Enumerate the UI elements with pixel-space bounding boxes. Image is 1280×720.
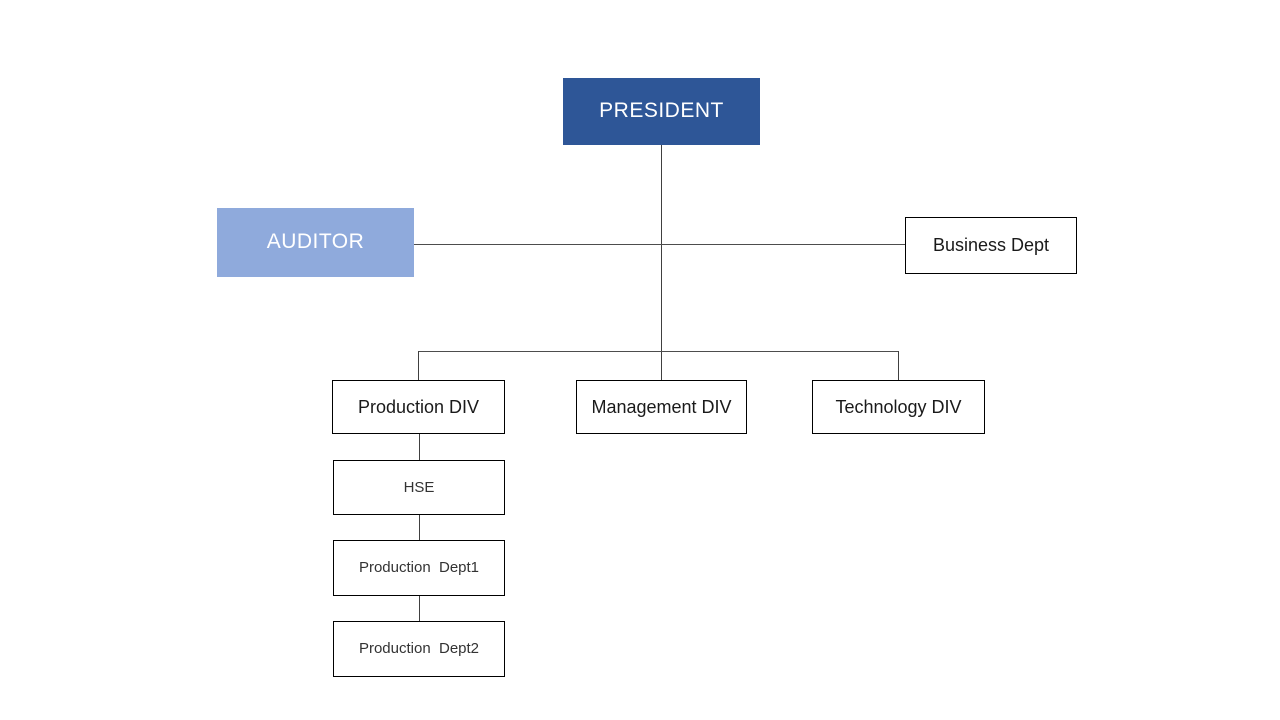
node-management-div: Management DIV — [576, 380, 747, 434]
node-technology-div: Technology DIV — [812, 380, 985, 434]
node-auditor: AUDITOR — [217, 208, 414, 277]
connector-production-div-hse — [419, 434, 420, 460]
node-business-dept: Business Dept — [905, 217, 1077, 274]
node-production-div: Production DIV — [332, 380, 505, 434]
node-production-dept2: Production Dept2 — [333, 621, 505, 677]
connector-auditor-business — [414, 244, 905, 245]
node-production-dept1: Production Dept1 — [333, 540, 505, 596]
node-auditor-label: AUDITOR — [266, 230, 365, 254]
node-president: PRESIDENT — [563, 78, 760, 145]
node-president-label: PRESIDENT — [599, 99, 724, 123]
connector-president-trunk — [661, 145, 662, 380]
connector-drop-production-div — [418, 351, 419, 380]
connector-hse-dept1 — [419, 515, 420, 540]
node-technology-div-label: Technology DIV — [835, 396, 962, 417]
node-hse: HSE — [333, 460, 505, 515]
node-management-div-label: Management DIV — [591, 396, 732, 417]
connector-dept1-dept2 — [419, 596, 420, 621]
connector-divisions-branch — [418, 351, 899, 352]
connector-drop-technology-div — [898, 351, 899, 380]
node-production-div-label: Production DIV — [357, 396, 480, 417]
node-production-dept2-label: Production Dept2 — [358, 640, 480, 658]
node-business-dept-label: Business Dept — [932, 235, 1050, 256]
node-hse-label: HSE — [403, 478, 435, 496]
node-production-dept1-label: Production Dept1 — [358, 559, 480, 577]
